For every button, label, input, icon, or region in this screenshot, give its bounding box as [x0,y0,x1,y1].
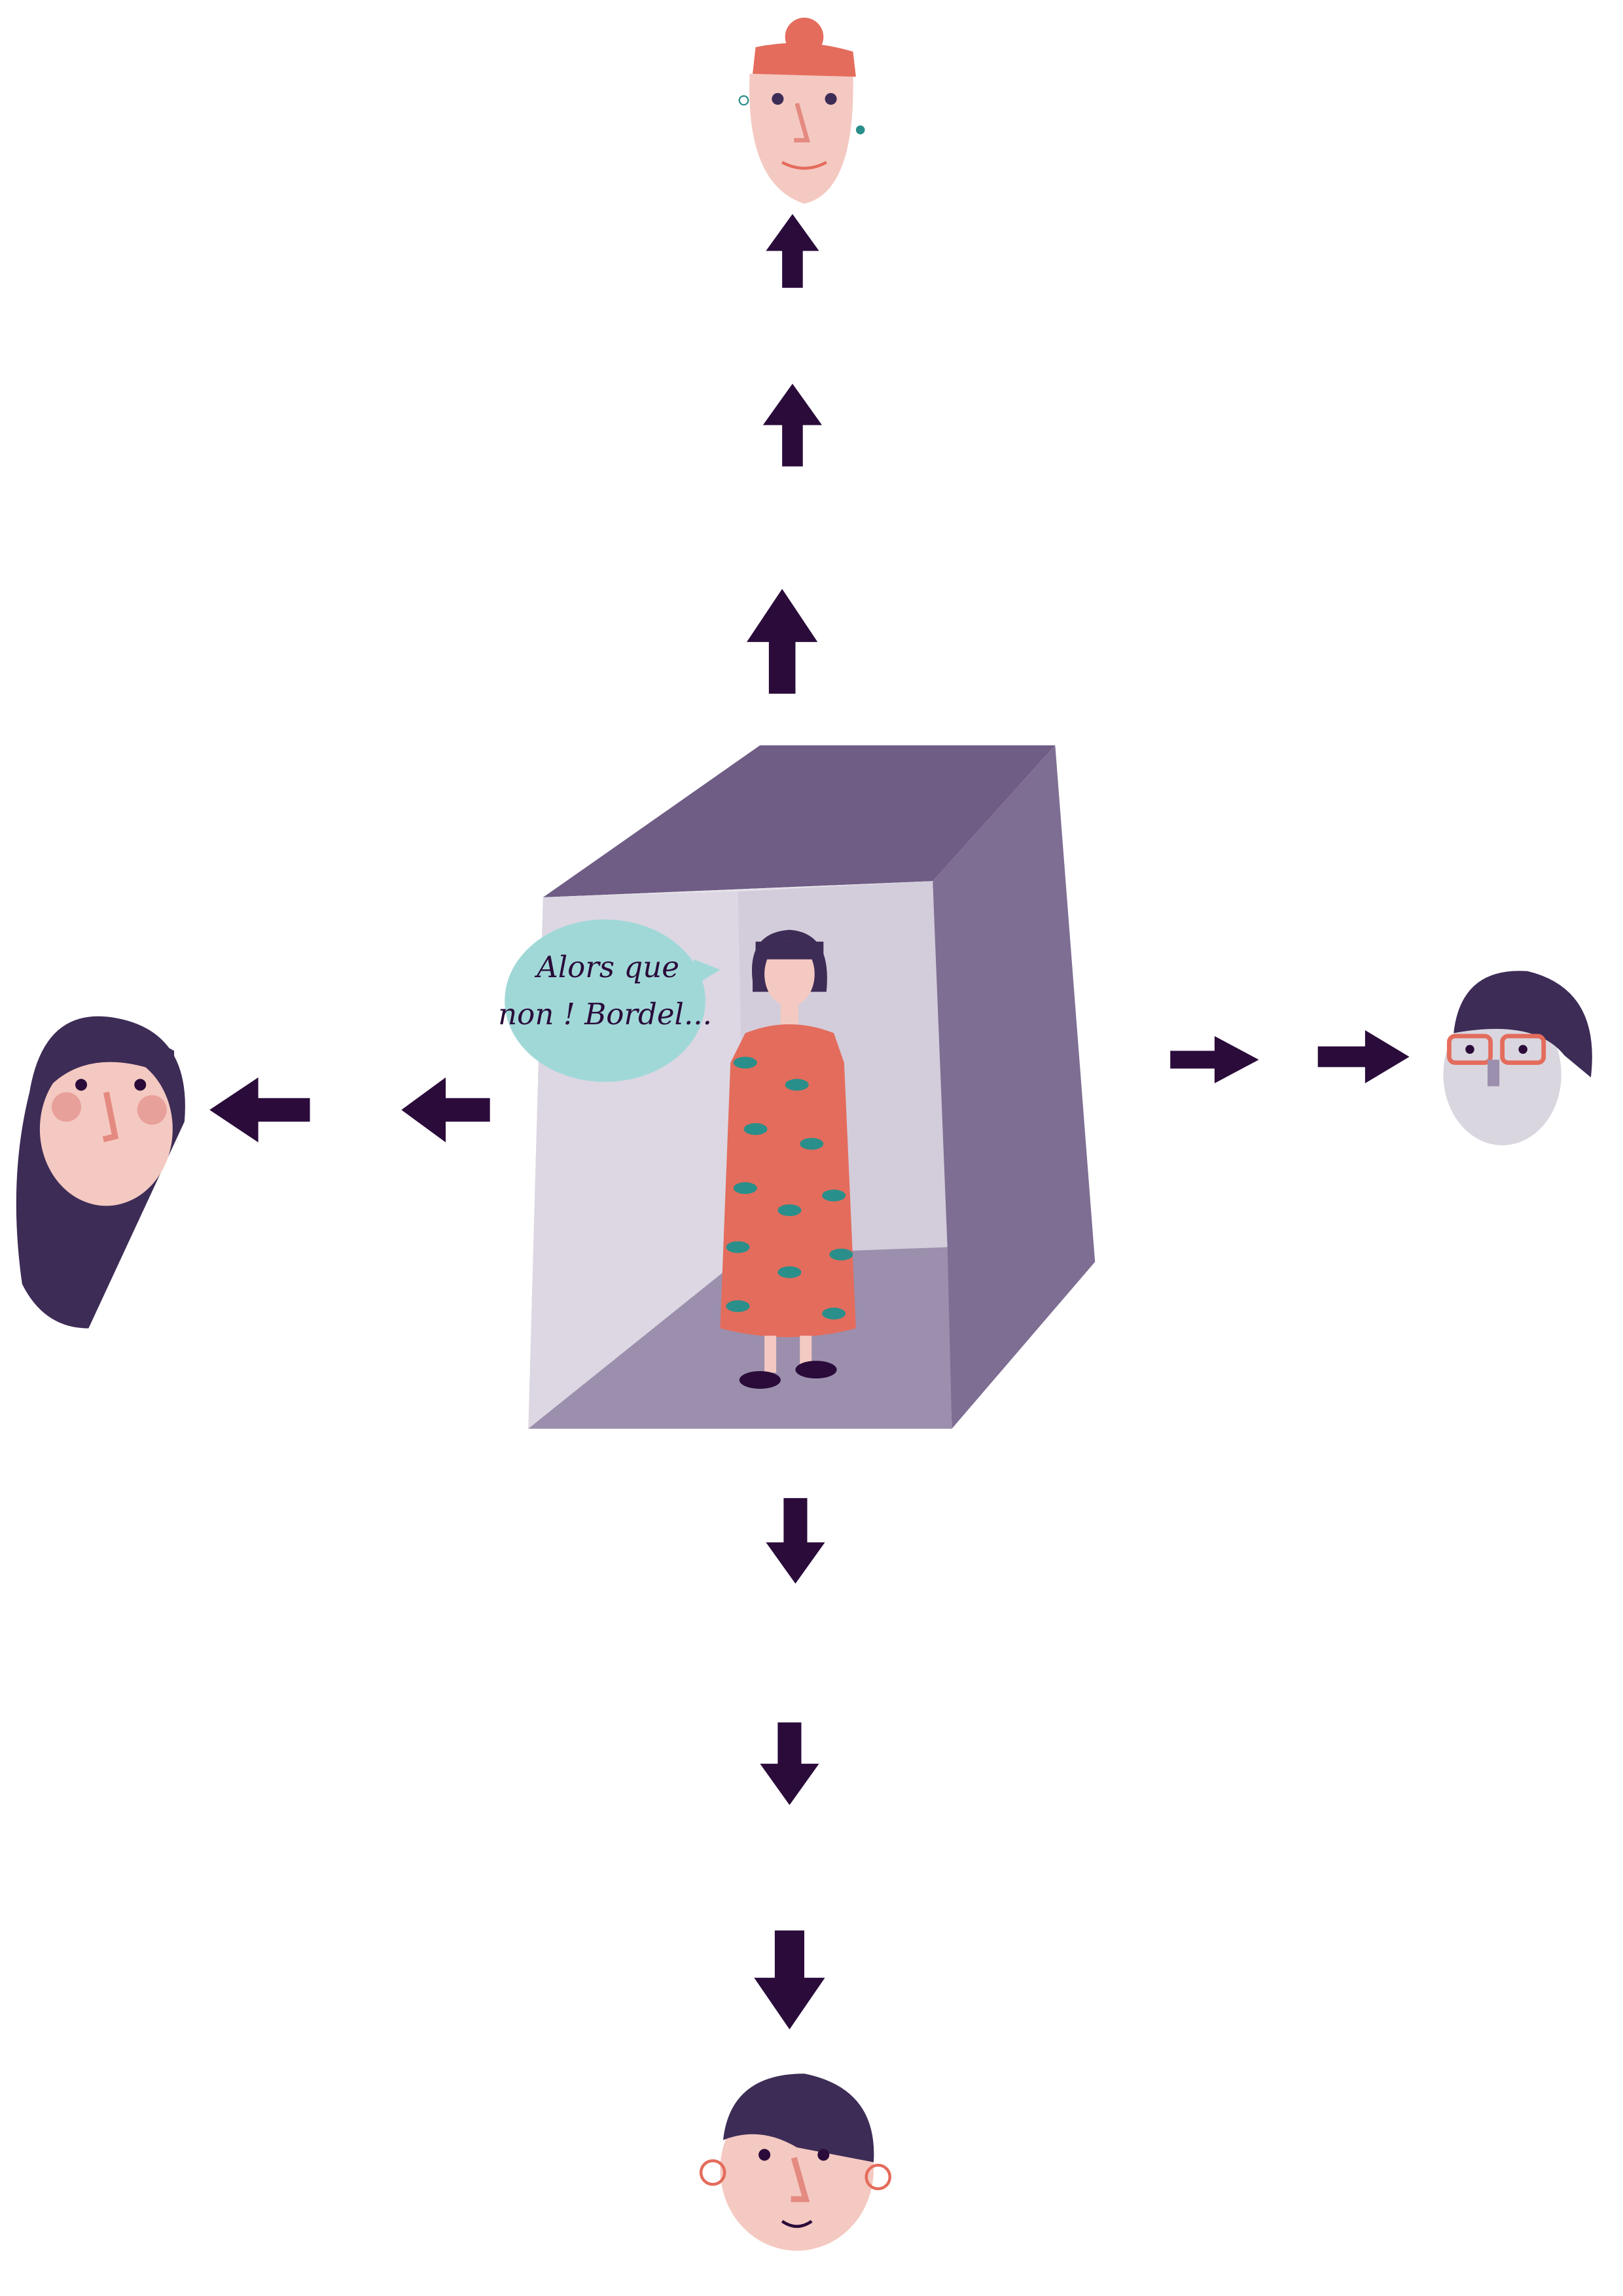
arrow-down-3 [754,1931,825,2030]
arrow-up-2 [763,384,822,466]
bubble-line-2: non ! Bordel... [498,997,712,1031]
face-left [16,1016,185,1329]
arrow-up-1 [766,214,819,288]
face-bottom [701,2073,890,2251]
face-right [1443,971,1592,1145]
bubble-line-1: Alors que [534,950,679,984]
arrow-down-2 [760,1723,819,1805]
arrow-left-1 [209,1077,310,1142]
arrow-right-2 [1318,1030,1410,1083]
arrow-left-2 [401,1077,490,1142]
arrow-right-1 [1170,1036,1258,1083]
face-top [740,18,865,204]
arrow-down-1 [766,1498,825,1584]
arrow-up-3 [747,589,817,694]
